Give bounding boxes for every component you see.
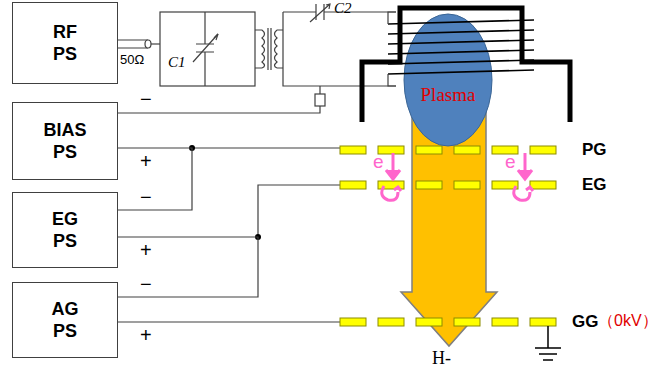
grid-label: EG bbox=[582, 175, 607, 194]
capacitor-label: C1 bbox=[168, 54, 186, 71]
electron-label: e bbox=[505, 151, 516, 172]
matching-box bbox=[283, 4, 396, 86]
supply-wire bbox=[118, 148, 192, 210]
matching-box bbox=[160, 12, 283, 86]
grid-label: GG bbox=[572, 312, 598, 331]
ground-symbol bbox=[535, 326, 561, 360]
box-label: BIAS PS bbox=[43, 119, 86, 163]
capacitor-label: C2 bbox=[334, 0, 352, 17]
beam-arrow bbox=[401, 112, 497, 346]
plasma-shape bbox=[403, 13, 493, 147]
wire bbox=[118, 86, 340, 322]
electron-label: e bbox=[373, 151, 384, 172]
power-supply-box: BIAS PS bbox=[12, 102, 118, 180]
box-label: RF PS bbox=[53, 21, 77, 65]
coax-cable bbox=[118, 40, 160, 48]
polarity-sign: − bbox=[140, 273, 152, 295]
power-supply-box: AG PS bbox=[12, 282, 118, 358]
plasma-ellipse: Plasma bbox=[403, 13, 493, 147]
supply-wire bbox=[118, 237, 258, 297]
polarity-sign: + bbox=[140, 150, 152, 172]
plasma-label: Plasma bbox=[421, 84, 476, 106]
polarity-sign: + bbox=[140, 239, 152, 261]
box-label: AG PS bbox=[52, 298, 79, 342]
polarity-sign: + bbox=[140, 324, 152, 346]
voltage-label: （0kV） bbox=[598, 312, 658, 330]
ion-label: H- bbox=[432, 348, 451, 368]
resistor-symbol bbox=[315, 94, 325, 106]
power-supply-box: RF PS bbox=[12, 2, 118, 84]
box-label: EG PS bbox=[52, 208, 78, 252]
polarity-sign: − bbox=[140, 88, 152, 110]
grid-electrodes bbox=[340, 146, 556, 326]
impedance-label: 50Ω bbox=[120, 52, 144, 67]
polarity-sign: − bbox=[140, 186, 152, 208]
power-supply-box: EG PS bbox=[12, 192, 118, 268]
grid-label: PG bbox=[582, 140, 607, 159]
